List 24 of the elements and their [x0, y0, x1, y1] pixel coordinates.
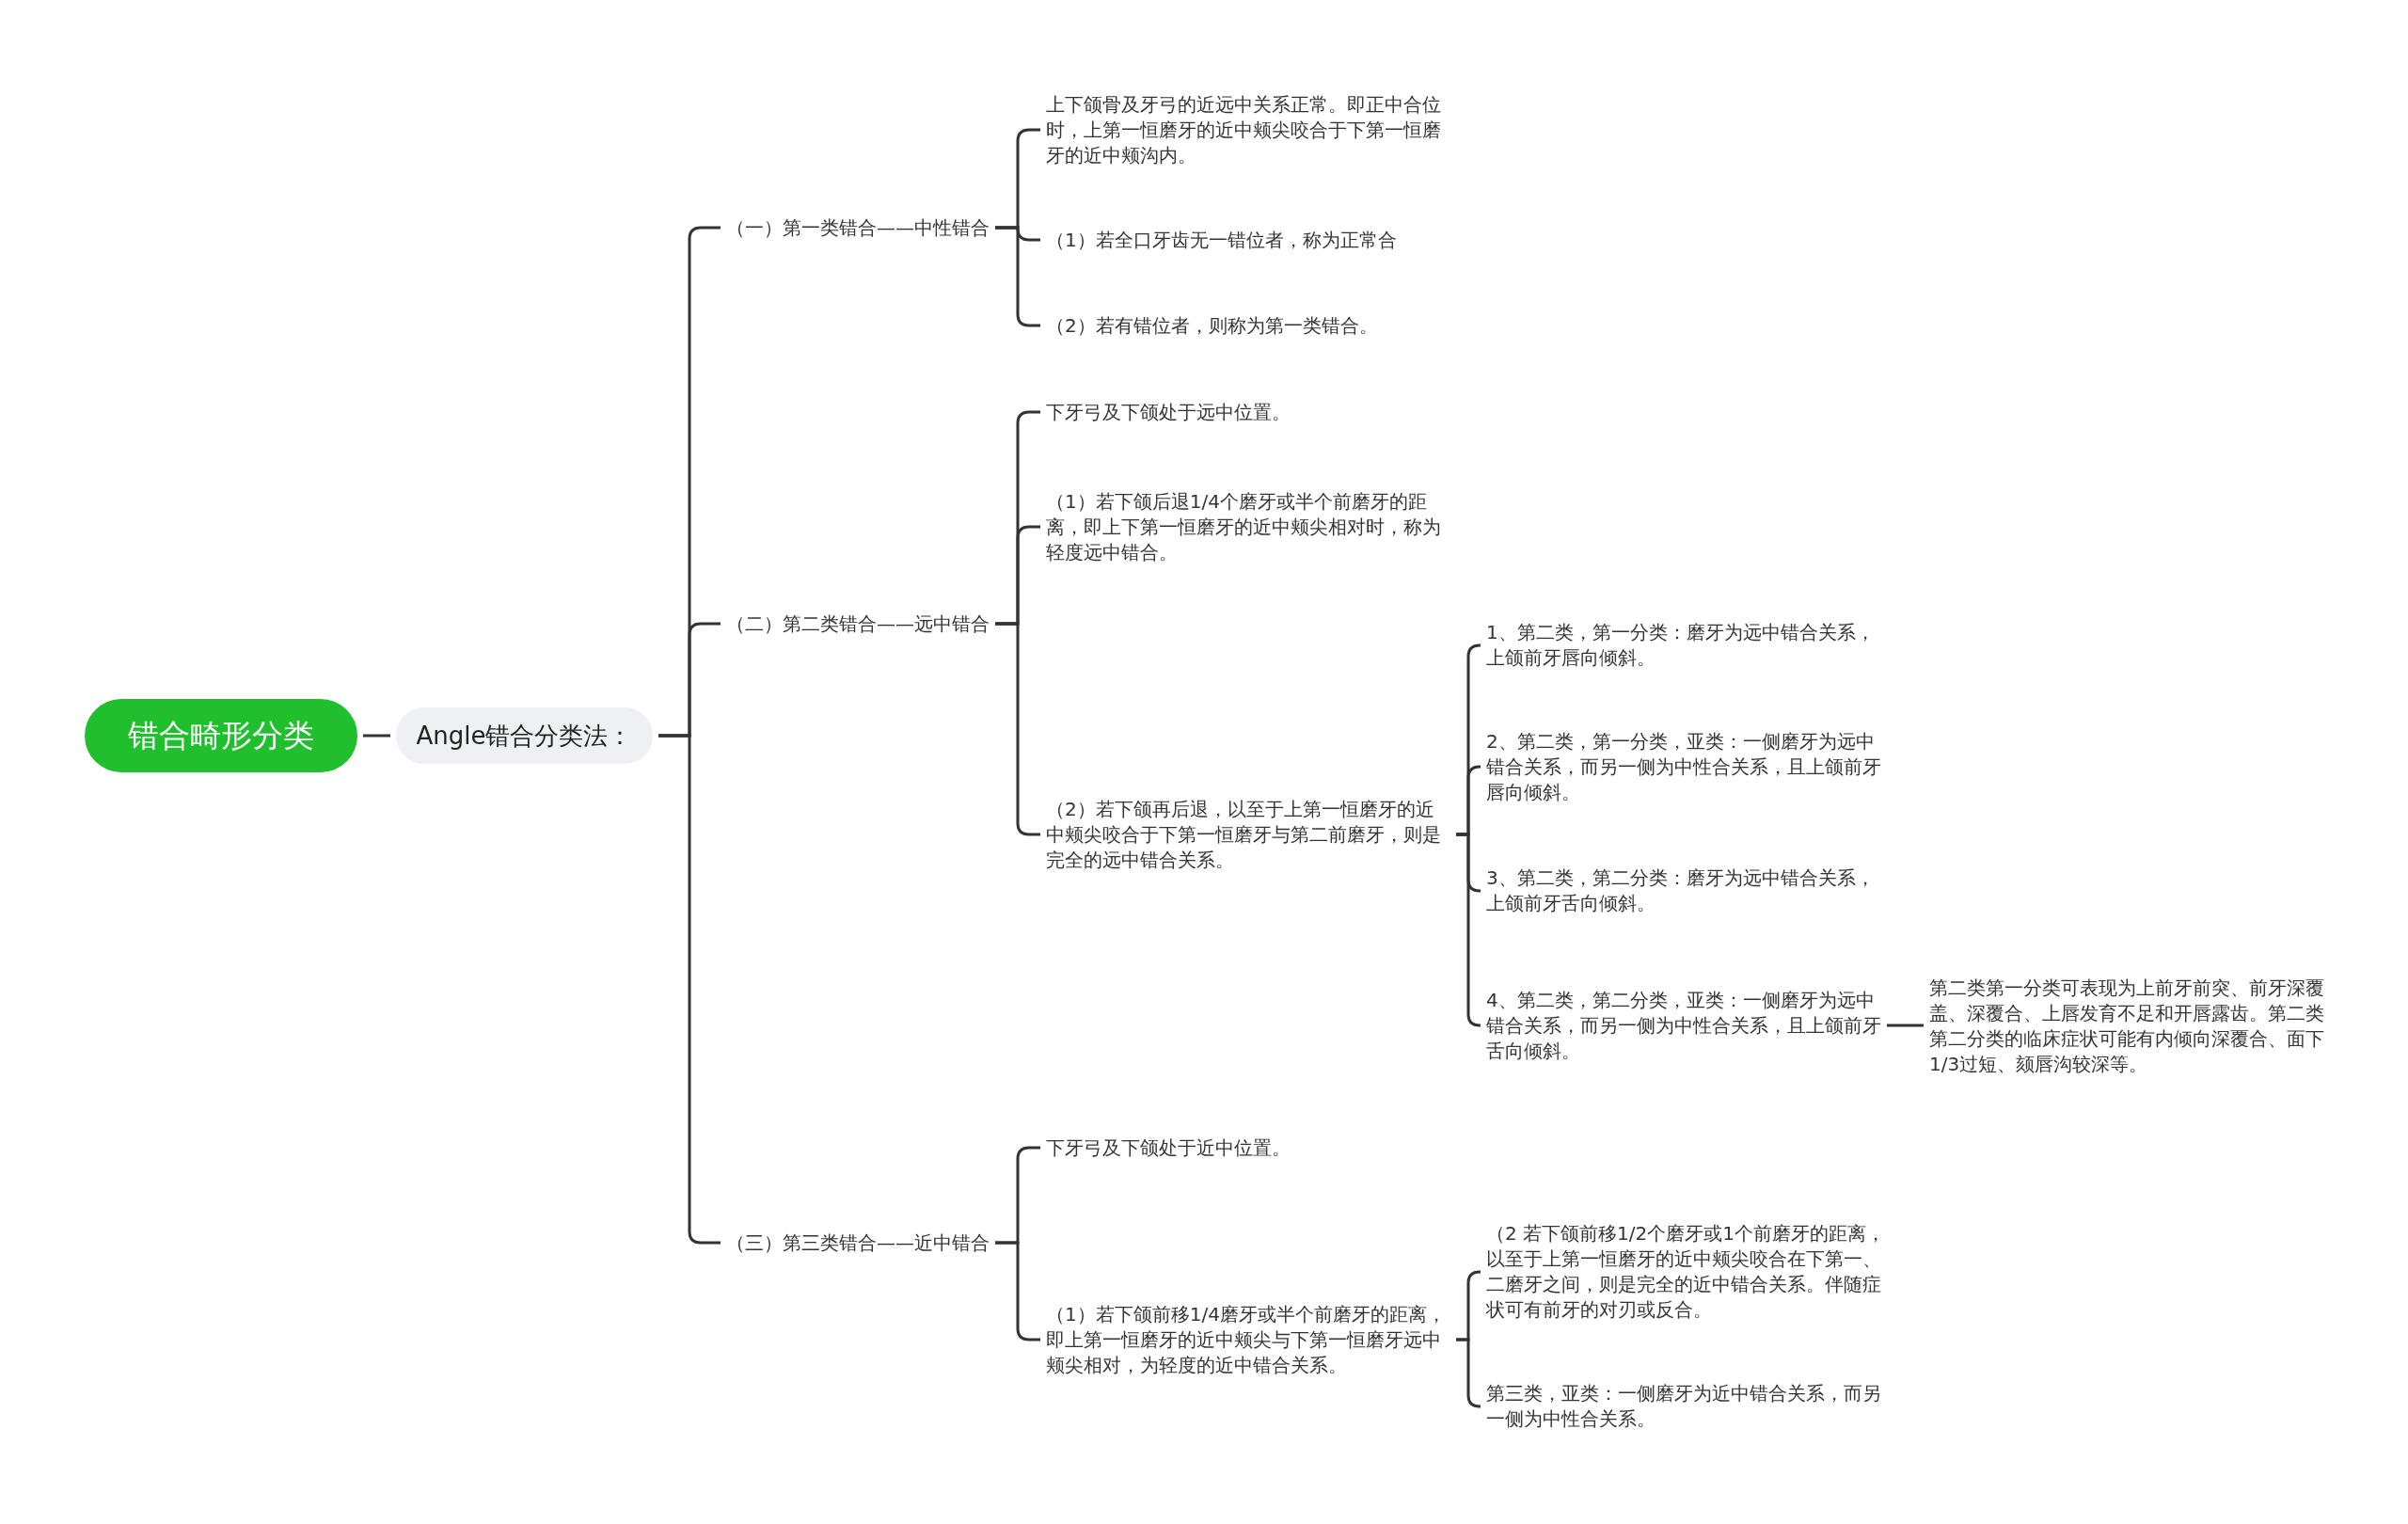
note-text: （2 若下颌前移1/2个磨牙或1个前磨牙的距离，以至于上第一恒磨牙的近中颊尖咬合在下第一、二磨牙之间，则是完全的近中错合关系。伴随症状可有前牙的对刃或反合。 — [1486, 1221, 1886, 1323]
connector-line — [1456, 1338, 1481, 1408]
note-text: 下牙弓及下颌处于近中位置。 — [1046, 1135, 1450, 1161]
note-text: （1）若下颌后退1/4个磨牙或半个前磨牙的距离，即上下第一恒磨牙的近中颊尖相对时，称为轻度远中错合。 — [1046, 488, 1450, 565]
branch-label: （一）第一类错合——中性错合 — [726, 214, 990, 241]
branch-label: （三）第三类错合——近中错合 — [726, 1230, 990, 1256]
note-text: （1）若全口牙齿无一错位者，称为正常合 — [1046, 227, 1450, 253]
note-text: 1、第二类，第一分类：磨牙为远中错合关系，上颌前牙唇向倾斜。 — [1486, 620, 1881, 671]
note-text: 3、第二类，第二分类：磨牙为远中错合关系，上颌前牙舌向倾斜。 — [1486, 865, 1881, 916]
branch-label: （二）第二类错合——远中错合 — [726, 611, 990, 637]
note-text: （2）若有错位者，则称为第一类错合。 — [1046, 312, 1450, 339]
note-text: （1）若下颌前移1/4磨牙或半个前磨牙的距离，即上第一恒磨牙的近中颊尖与下第一恒磨牙远中颊尖相对，为轻度的近中错合关系。 — [1046, 1301, 1450, 1378]
connector-line — [1456, 833, 1481, 1027]
note-text: 4、第二类，第二分类，亚类：一侧磨牙为远中错合关系，而另一侧为中性合关系，且上颌前牙舌向倾斜。 — [1486, 987, 1881, 1064]
root-topic-box: 错合畸形分类 — [85, 699, 357, 772]
note-text: 第二类第一分类可表现为上前牙前突、前牙深覆盖、深覆合、上唇发育不足和开唇露齿。第二类第二分类的临床症状可能有内倾向深覆合、面下1/3过短、颏唇沟较深等。 — [1929, 976, 2334, 1077]
note-text: 上下颌骨及牙弓的近远中关系正常。即正中合位时，上第一恒磨牙的近中颊尖咬合于下第一恒磨牙的近中颊沟内。 — [1046, 91, 1450, 168]
note-text: （2）若下颌再后退，以至于上第一恒磨牙的近中颊尖咬合于下第一恒磨牙与第二前磨牙，则是完全的远中错合关系。 — [1046, 796, 1450, 873]
topic-box: Angle错合分类法： — [396, 707, 653, 764]
note-text: 下牙弓及下颌处于远中位置。 — [1046, 399, 1450, 425]
connector-line — [363, 734, 390, 738]
note-text: 第三类，亚类：一侧磨牙为近中错合关系，而另一侧为中性合关系。 — [1486, 1381, 1886, 1432]
connector-line — [1887, 1024, 1924, 1027]
note-text: 2、第二类，第一分类，亚类：一侧磨牙为远中错合关系，而另一侧为中性合关系，且上颌前牙唇向倾斜。 — [1486, 728, 1881, 805]
